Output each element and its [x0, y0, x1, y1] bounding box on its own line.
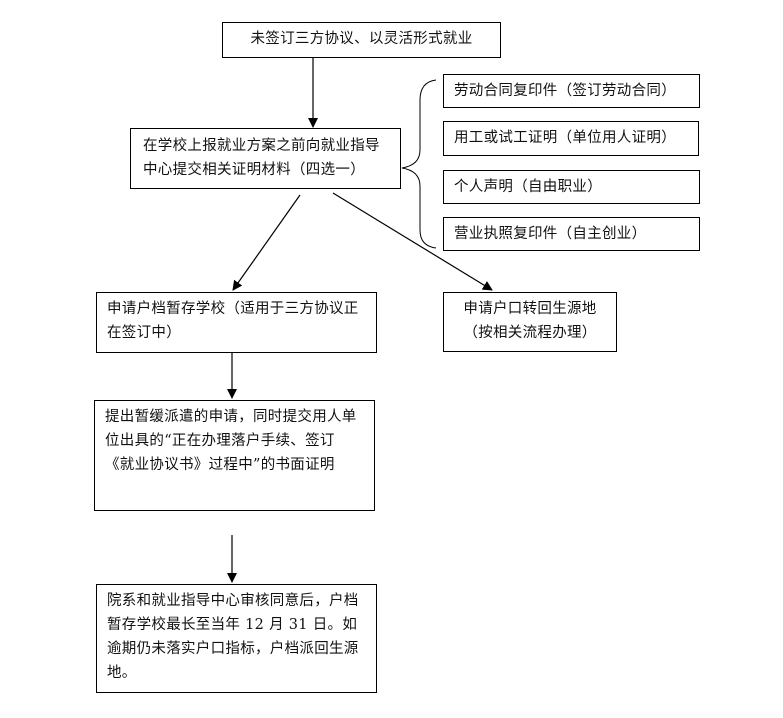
- arrow-submit-to-archive: [232, 194, 301, 291]
- hukou-return-box: 申请户口转回生源地（按相关流程办理）: [443, 292, 617, 352]
- brace: [401, 79, 437, 249]
- archive-at-school-box: 申请户档暂存学校（适用于三方协议正在签订中）: [96, 292, 377, 353]
- submit-materials-box: 在学校上报就业方案之前向就业指导中心提交相关证明材料（四选一）: [130, 128, 401, 189]
- deferred-dispatch-box: 提出暂缓派遣的申请，同时提交用人单位出具的“正在办理落户手续、签订《就业协议书》…: [94, 400, 375, 511]
- material-labor-contract: 劳动合同复印件（签订劳动合同）: [443, 74, 700, 108]
- material-personal-statement: 个人声明（自由职业）: [443, 170, 700, 204]
- material-business-license: 营业执照复印件（自主创业）: [443, 217, 700, 251]
- material-employment-proof: 用工或试工证明（单位用人证明）: [443, 121, 699, 156]
- arrow-submit-to-hukou: [332, 192, 493, 291]
- approval-box: 院系和就业指导中心审核同意后，户档暂存学校最长至当年 12 月 31 日。如逾期…: [96, 584, 377, 693]
- title-box: 未签订三方协议、以灵活形式就业: [222, 22, 501, 58]
